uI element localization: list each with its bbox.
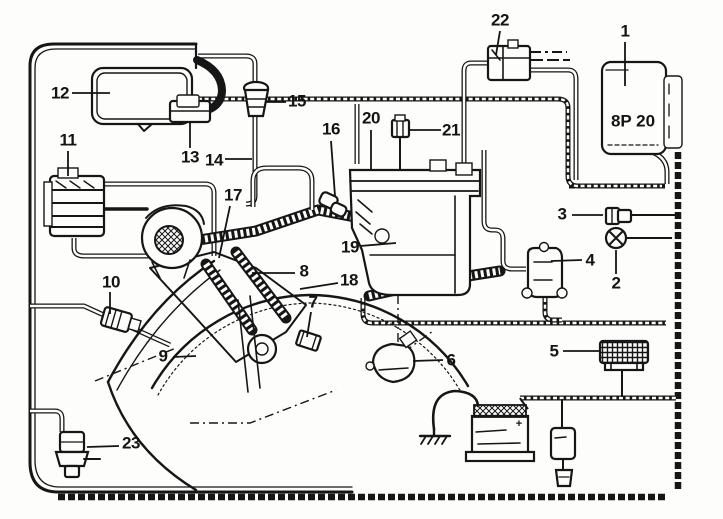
sensor-10 — [99, 306, 142, 333]
battery-positive-marker: + — [516, 418, 522, 430]
warning-lamp-2 — [604, 226, 628, 250]
part-label-20: 20 — [362, 108, 380, 127]
part-label-1: 1 — [621, 21, 630, 40]
carburetor — [348, 159, 482, 297]
fitting-16 — [318, 191, 348, 218]
part-label-22: 22 — [491, 10, 509, 29]
engine-bay-border — [28, 42, 682, 501]
part-label-23: 23 — [122, 433, 140, 452]
canister-8p20: 8P 20 — [600, 60, 683, 156]
ground-symbol — [418, 427, 452, 445]
part-label-8: 8 — [300, 261, 309, 280]
leader-line-4 — [550, 259, 583, 262]
part-label-7: 7 — [309, 292, 318, 311]
battery: + — [464, 404, 536, 463]
connector-3 — [604, 206, 633, 226]
leader-line-16 — [330, 140, 336, 197]
leader-line-7 — [306, 311, 312, 338]
fitting-21 — [390, 114, 411, 139]
part-label-21: 21 — [442, 120, 460, 139]
part-label-15: 15 — [288, 91, 306, 110]
clamp-7 — [295, 329, 322, 352]
fan-shroud-arc — [106, 259, 216, 384]
leader-line-9 — [172, 355, 197, 358]
leader-line-19 — [359, 242, 397, 247]
part-label-4: 4 — [586, 250, 596, 269]
part-label-2: 2 — [612, 273, 621, 292]
leader-line-22 — [495, 30, 501, 56]
leader-line-17 — [218, 205, 231, 259]
part-label-17: 17 — [224, 185, 242, 204]
part-label-12: 12 — [51, 83, 69, 102]
part-label-14: 14 — [205, 150, 224, 169]
part-label-3: 3 — [558, 204, 567, 223]
hose-routing — [30, 51, 676, 432]
part-label-10: 10 — [102, 272, 120, 291]
canister-label: 8P 20 — [611, 111, 655, 130]
engine-and-fan — [94, 204, 470, 492]
leader-line-18 — [299, 282, 339, 290]
part-label-13: 13 — [181, 147, 199, 166]
valve-22 — [486, 39, 532, 82]
ignition-coil — [549, 426, 577, 488]
part-label-5: 5 — [550, 341, 559, 360]
part-label-18: 18 — [340, 270, 358, 289]
fan-circle — [150, 293, 470, 390]
leader-line-23 — [86, 445, 120, 448]
part-label-19: 19 — [341, 237, 359, 256]
switch-23 — [54, 430, 101, 479]
part-label-16: 16 — [322, 119, 340, 138]
components: 8P 20 — [43, 39, 683, 488]
distributor — [140, 204, 205, 279]
part-label-11: 11 — [60, 130, 77, 149]
part-label-9: 9 — [159, 346, 168, 365]
leader-line-6 — [412, 359, 444, 362]
filter-15 — [242, 80, 270, 118]
valve-4 — [521, 241, 568, 299]
valve-block-11 — [43, 167, 106, 238]
relay-5 — [598, 339, 650, 372]
part-label-6: 6 — [447, 350, 456, 369]
vacuum-pod-6 — [365, 330, 418, 384]
